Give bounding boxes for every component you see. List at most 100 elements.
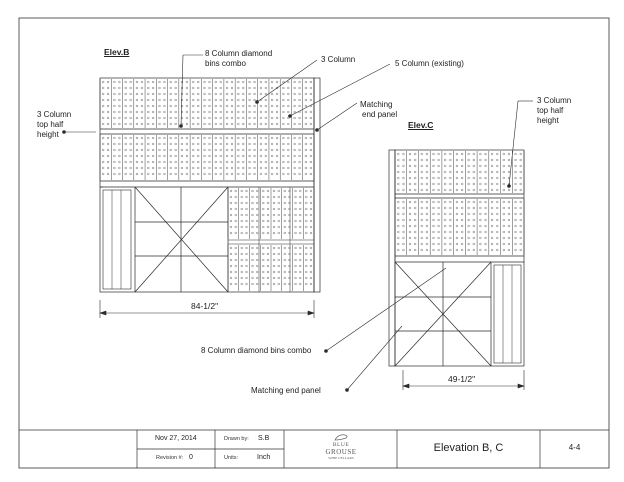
bottle-slot bbox=[309, 276, 313, 280]
bottle-slot bbox=[118, 148, 121, 152]
bottle-slot bbox=[248, 160, 251, 164]
bottle-slot bbox=[496, 206, 499, 210]
bottle-slot bbox=[507, 164, 511, 168]
bottle-slot bbox=[240, 207, 243, 211]
bottle-slot bbox=[437, 182, 440, 186]
bottle-slot bbox=[271, 142, 274, 146]
callout-b-top-half-line1: 3 Column bbox=[37, 110, 72, 119]
bottle-slot bbox=[102, 80, 105, 84]
bottle-slot bbox=[152, 110, 155, 114]
bottle-slot bbox=[102, 166, 105, 170]
bottle-slot bbox=[259, 172, 262, 176]
bottle-slot bbox=[203, 148, 206, 152]
bottle-slot bbox=[425, 188, 428, 192]
bottle-slot bbox=[293, 86, 296, 90]
bottle-slot bbox=[169, 104, 172, 108]
bottle-slot bbox=[163, 122, 166, 126]
bottle-slot bbox=[234, 225, 237, 229]
bottle-slot bbox=[152, 104, 155, 108]
bottle-slot bbox=[305, 282, 308, 286]
bottle-slot bbox=[277, 189, 280, 193]
bottle-slot bbox=[282, 110, 285, 114]
bottle-slot bbox=[484, 248, 487, 252]
bottle-slot bbox=[432, 242, 435, 246]
bottle-slot bbox=[107, 148, 110, 152]
bottle-slot bbox=[225, 98, 229, 102]
bottle-slot bbox=[214, 110, 217, 114]
bottle-slot bbox=[234, 252, 237, 256]
bottle-slot bbox=[185, 160, 189, 164]
bottle-slot bbox=[467, 176, 470, 180]
bottle-slot bbox=[299, 219, 302, 223]
bottle-slot bbox=[305, 225, 308, 229]
bottle-slot bbox=[102, 98, 105, 102]
bottle-slot bbox=[197, 116, 200, 120]
bottle-slot bbox=[496, 170, 499, 174]
bottle-slot bbox=[484, 182, 487, 186]
bottle-slot bbox=[230, 116, 234, 120]
bottle-slot bbox=[432, 230, 435, 234]
bottle-slot bbox=[294, 252, 297, 256]
blue-grouse-logo: BLUE GROUSE WINE CELLARS bbox=[318, 432, 364, 466]
bottle-slot bbox=[496, 188, 499, 192]
bottle-slot bbox=[140, 122, 143, 126]
bottle-slot bbox=[484, 236, 487, 240]
bottle-slot bbox=[251, 219, 254, 223]
bottle-slot bbox=[277, 252, 280, 256]
bottle-slot bbox=[237, 86, 240, 90]
bottle-slot bbox=[135, 116, 139, 120]
bottle-slot bbox=[256, 270, 259, 274]
bottle-slot bbox=[519, 248, 522, 252]
bottle-slot bbox=[230, 86, 234, 90]
bottle-slot bbox=[102, 148, 105, 152]
bottle-slot bbox=[287, 86, 290, 90]
bottle-slot bbox=[266, 225, 270, 229]
bottle-slot bbox=[305, 189, 308, 193]
bottle-slot bbox=[271, 104, 274, 108]
bottle-slot bbox=[507, 212, 511, 216]
bottle-slot bbox=[299, 270, 302, 274]
bottle-slot bbox=[304, 80, 307, 84]
bottle-slot bbox=[135, 166, 139, 170]
bottle-slot bbox=[214, 142, 217, 146]
bottle-slot bbox=[237, 148, 240, 152]
bottle-slot bbox=[240, 189, 243, 193]
bottle-slot bbox=[208, 104, 211, 108]
callout-c-top-half: 3 Column top half height bbox=[537, 96, 571, 126]
bottle-slot bbox=[264, 154, 267, 158]
bottle-slot bbox=[402, 158, 405, 162]
bottle-slot bbox=[113, 166, 116, 170]
bottle-slot bbox=[305, 201, 308, 205]
logo-line2: GROUSE bbox=[325, 448, 357, 456]
bottle-slot bbox=[514, 242, 517, 246]
bottle-slot bbox=[245, 282, 248, 286]
bottle-slot bbox=[248, 116, 251, 120]
bottle-slot bbox=[491, 218, 494, 222]
bottle-slot bbox=[271, 160, 274, 164]
bottle-slot bbox=[283, 258, 286, 262]
bottle-slot bbox=[185, 136, 189, 140]
bottle-slot bbox=[288, 207, 291, 211]
bottle-slot bbox=[275, 136, 279, 140]
bottle-slot bbox=[152, 122, 155, 126]
bottle-slot bbox=[294, 225, 297, 229]
bottle-slot bbox=[287, 166, 290, 170]
bottle-slot bbox=[397, 152, 400, 156]
bottle-slot bbox=[282, 122, 285, 126]
bottle-slot bbox=[124, 80, 127, 84]
bottle-slot bbox=[203, 104, 206, 108]
bottle-slot bbox=[408, 248, 412, 252]
bottle-slot bbox=[514, 218, 517, 222]
bottle-slot bbox=[152, 154, 155, 158]
bottle-slot bbox=[169, 122, 172, 126]
bottle-slot bbox=[245, 270, 248, 274]
bottle-slot bbox=[140, 80, 143, 84]
elevation-c-drawing bbox=[388, 149, 525, 367]
grouse-bird-icon bbox=[334, 434, 348, 441]
bottle-slot bbox=[282, 116, 285, 120]
bottle-slot bbox=[275, 166, 279, 170]
bottle-slot bbox=[293, 116, 296, 120]
bottle-slot bbox=[242, 116, 245, 120]
bottle-slot bbox=[135, 86, 139, 90]
tb-units: Inch bbox=[257, 454, 271, 461]
